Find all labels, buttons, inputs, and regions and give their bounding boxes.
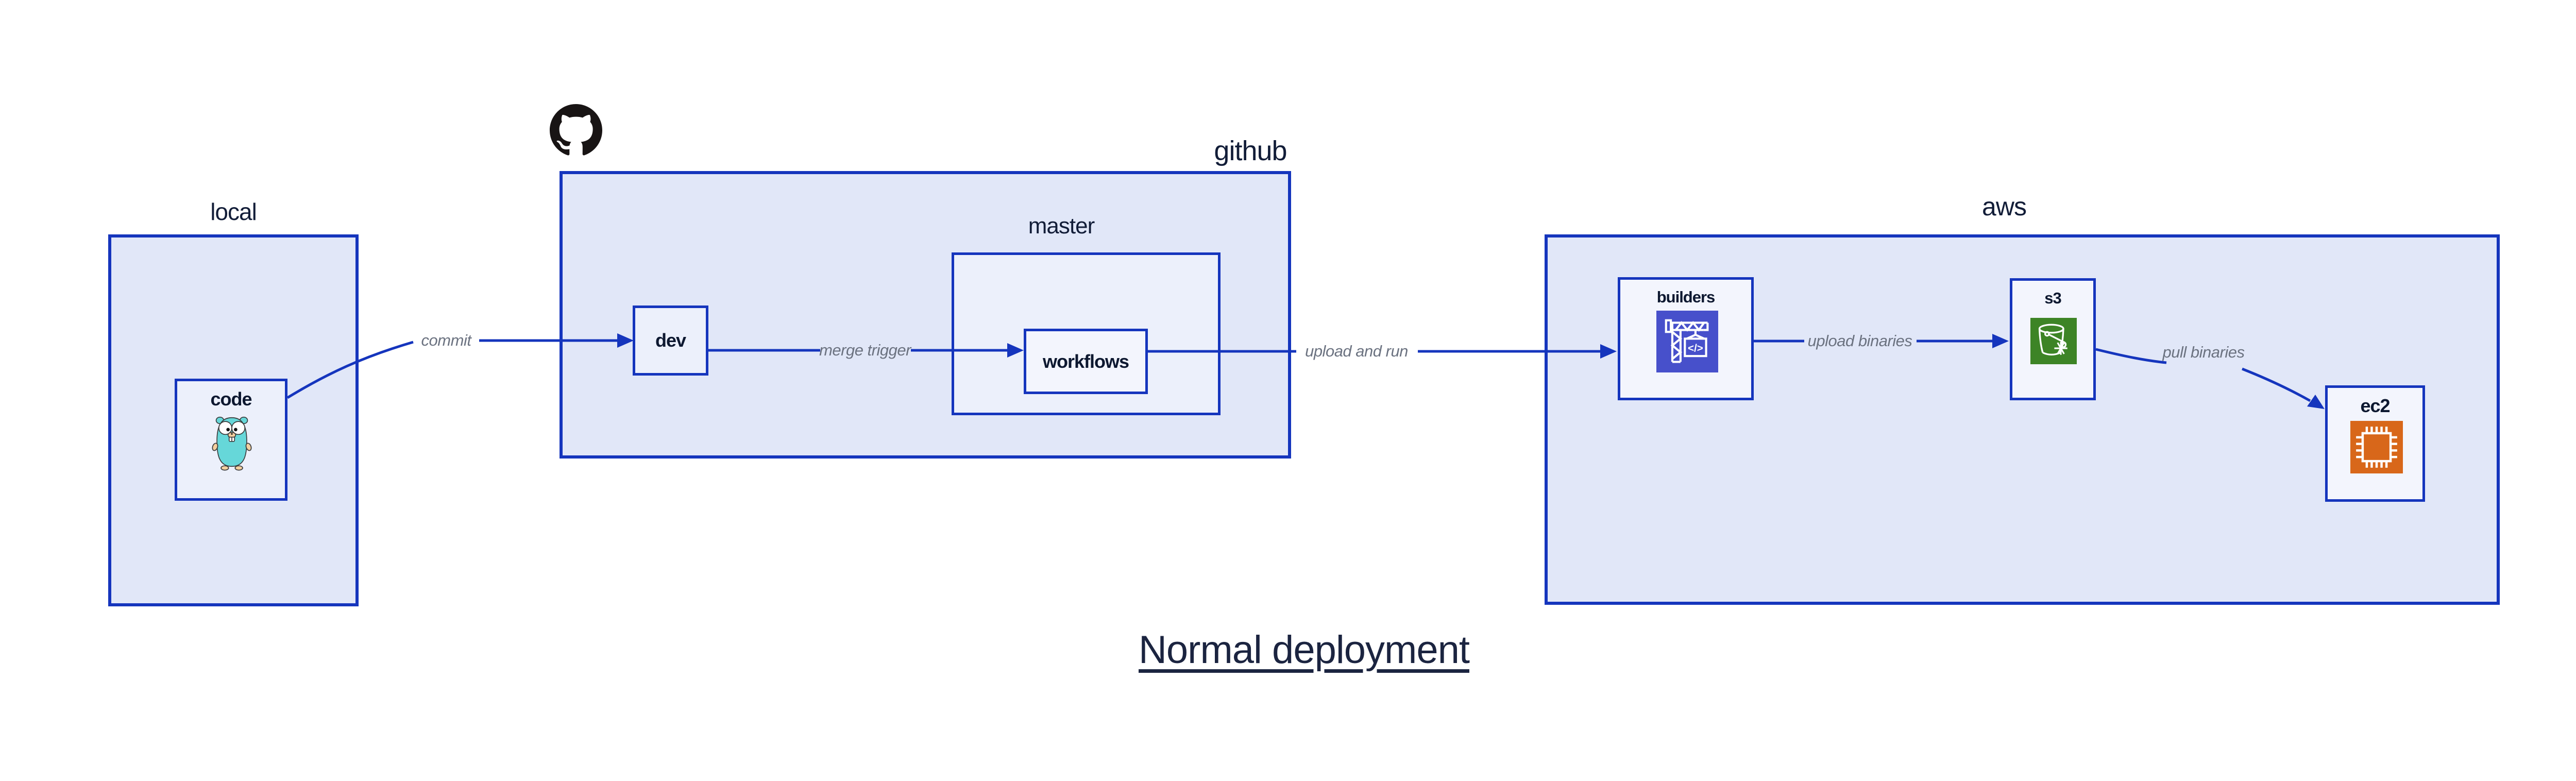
group-label-github: github (1214, 135, 1287, 166)
group-label-master: master (1028, 213, 1095, 239)
aws-ec2-chip-icon (2350, 421, 2403, 473)
edge-label-merge-trigger: merge trigger (819, 341, 911, 359)
edge-label-commit: commit (421, 331, 471, 349)
aws-s3-glacier-bucket-icon (2030, 318, 2077, 364)
node-builders: builders </> (1618, 277, 1754, 400)
edge-label-upload-binaries: upload binaries (1807, 332, 1912, 350)
edge-label-pull-binaries: pull binaries (2162, 343, 2245, 361)
group-label-local: local (210, 198, 257, 225)
github-octocat-logo-icon (550, 104, 602, 156)
node-code: code (175, 379, 287, 501)
diagram-title: Normal deployment (1139, 628, 1470, 672)
node-label-dev: dev (655, 330, 686, 351)
codebuild-code-glyph: </> (1688, 343, 1703, 354)
node-label-s3: s3 (2044, 289, 2061, 307)
node-ec2: ec2 (2325, 385, 2425, 502)
node-workflows: workflows (1024, 329, 1148, 394)
node-label-code: code (210, 388, 252, 410)
go-gopher-icon (212, 416, 252, 471)
node-s3: s3 (2010, 278, 2096, 400)
aws-codebuild-crane-icon: </> (1656, 311, 1718, 372)
node-label-ec2: ec2 (2360, 395, 2390, 416)
node-dev: dev (633, 305, 708, 376)
node-label-builders: builders (1656, 288, 1716, 306)
edge-label-upload-and-run: upload and run (1305, 342, 1408, 360)
group-label-aws: aws (1982, 192, 2027, 221)
node-label-workflows: workflows (1042, 350, 1129, 372)
